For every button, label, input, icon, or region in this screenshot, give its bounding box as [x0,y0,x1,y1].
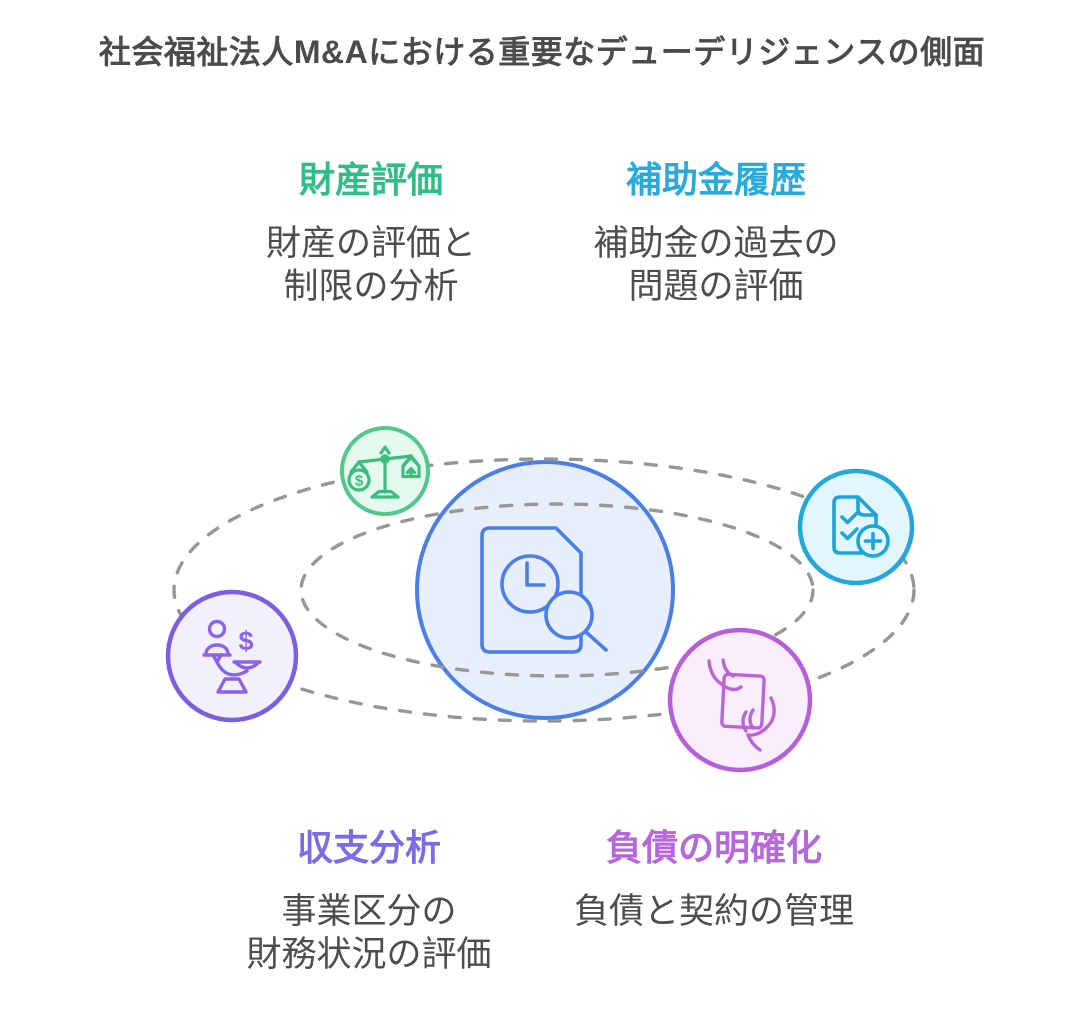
section-income-expense: 収支分析 事業区分の 財務状況の評価 [199,826,539,976]
section-liability: 負債の明確化 負債と契約の管理 [534,826,894,933]
center-node-circle [415,460,675,720]
section-asset-evaluation: 財産評価 財産の評価と 制限の分析 [201,158,541,308]
income-node-circle [165,589,299,723]
desc-line: 問題の評価 [628,267,804,306]
desc-line: 補助金の過去の [593,224,839,263]
desc-line: 事業区分の [281,892,457,931]
income-expense-node: $ [165,589,299,723]
dollar-sign: $ [238,626,253,656]
liability-node-circle [667,627,813,773]
section-heading-liability: 負債の明確化 [605,827,822,868]
section-heading-asset-evaluation: 財産評価 [298,159,443,200]
liability-node [667,627,813,773]
subsidy-history-node [797,468,915,586]
dollar-sign: $ [355,473,364,490]
section-subsidy-history: 補助金履歴 補助金の過去の 問題の評価 [546,158,886,308]
section-desc-income-expense: 事業区分の 財務状況の評価 [199,890,539,976]
section-desc-liability: 負債と契約の管理 [534,890,894,933]
desc-line: 制限の分析 [283,267,459,306]
page-title: 社会福祉法人M&Aにおける重要なデューデリジェンスの側面 [98,34,986,70]
clock-face [500,554,560,614]
desc-line: 負債と契約の管理 [573,892,854,931]
orbit-rings [172,457,916,723]
document-search-clock-icon [480,526,608,654]
checklist-plus-icon [832,495,890,558]
desc-line: 財産の評価と [265,224,476,263]
magnifier-lens [544,590,594,640]
magnifier-handle [584,630,608,652]
clock-hands [525,561,546,587]
subsidy-node-circle [797,468,915,586]
document-outline [480,526,583,654]
section-heading-subsidy-history: 補助金履歴 [625,159,806,200]
orbit-ellipse-inner [299,502,815,678]
section-heading-income-expense: 収支分析 [296,827,441,868]
section-desc-asset-evaluation: 財産の評価と 制限の分析 [201,222,541,308]
balance-scale-icon: $ [347,445,421,499]
hands-document-icon [707,658,776,752]
section-desc-subsidy-history: 補助金の過去の 問題の評価 [546,222,886,308]
orbit-ellipse-outer [172,457,916,723]
asset-evaluation-node: $ [340,426,430,516]
desc-line: 財務状況の評価 [246,935,492,974]
person-money-balance-icon: $ [202,619,262,694]
